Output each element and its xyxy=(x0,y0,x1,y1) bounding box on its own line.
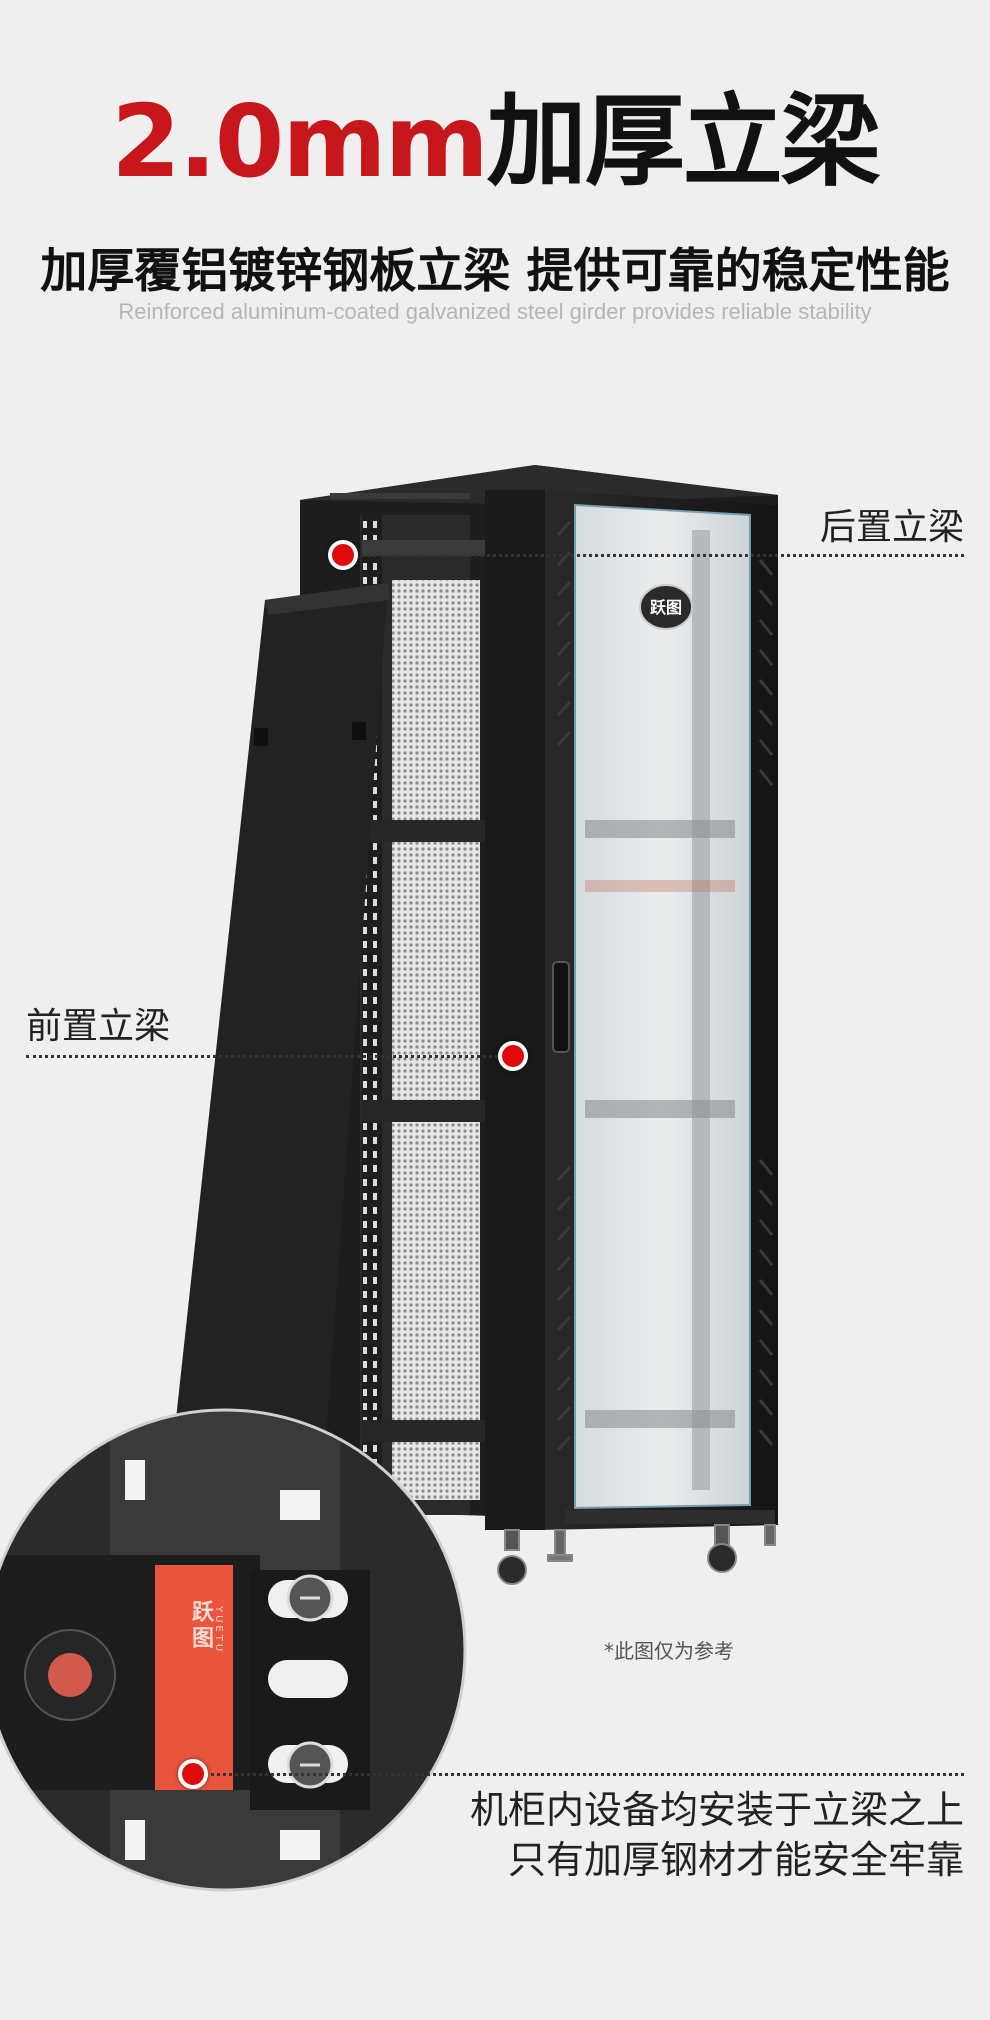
red-girder xyxy=(155,1565,233,1790)
rear-girder-leader-line xyxy=(338,554,964,557)
bottom-caption-line1: 机柜内设备均安装于立梁之上 xyxy=(469,1788,964,1832)
headline-title: 加厚立梁 xyxy=(486,83,881,200)
rear-girder-label: 后置立梁 xyxy=(819,507,964,548)
girder-brand-cn: 跃图 xyxy=(188,1600,213,1652)
girder-brand-en: YUETU xyxy=(213,1606,224,1655)
front-girder-leader-line xyxy=(26,1055,510,1058)
side-panel xyxy=(165,583,388,1520)
rear-girder-marker xyxy=(328,540,358,570)
front-girder-marker xyxy=(498,1041,528,1071)
bottom-caption-line2: 只有加厚钢材才能安全牢靠 xyxy=(507,1838,964,1882)
headline-thickness: 2.0mm xyxy=(111,83,489,200)
front-frame xyxy=(485,490,572,1530)
zoom-leader-line xyxy=(192,1773,964,1776)
brand-badge xyxy=(639,584,693,630)
reference-note: *此图仅为参考 xyxy=(604,1639,734,1663)
bottom-caption: 机柜内设备均安装于立梁之上 只有加厚钢材才能安全牢靠 xyxy=(470,1785,964,1885)
subheadline: 加厚覆铝镀锌钢板立梁 提供可靠的稳定性能 xyxy=(40,244,950,299)
zoom-detail xyxy=(0,1410,465,1890)
headline: 2.0mm加厚立梁 xyxy=(0,92,990,192)
casters xyxy=(497,1524,776,1585)
front-girder-label: 前置立梁 xyxy=(26,1006,171,1047)
subheadline-english: Reinforced aluminum-coated galvanized st… xyxy=(118,299,872,324)
glass-door xyxy=(540,490,778,1530)
zoom-girder-marker xyxy=(178,1759,208,1789)
badge-brand-text: 跃图 xyxy=(649,598,682,617)
